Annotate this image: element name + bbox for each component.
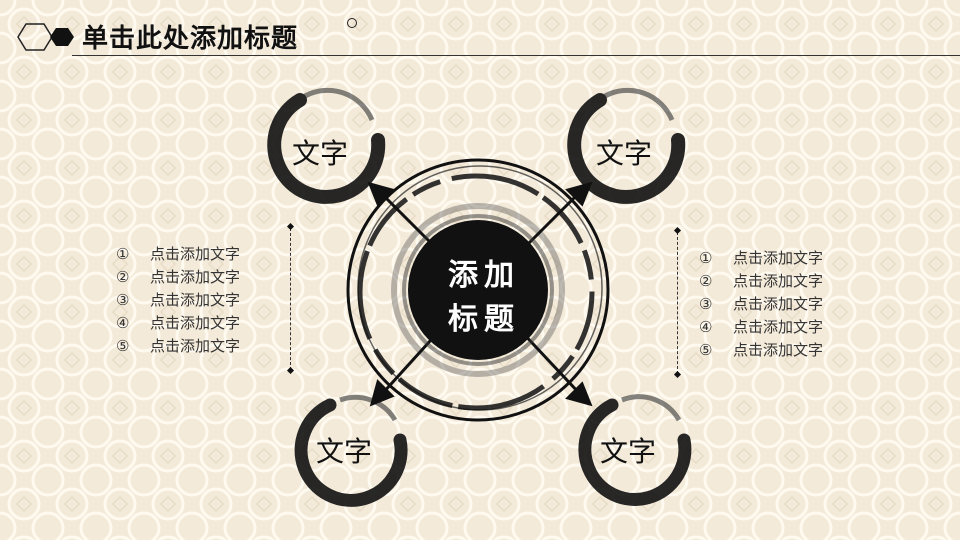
list-item[interactable]: ② 点击添加文字 (699, 270, 823, 293)
list-number: ② (116, 268, 130, 286)
list-text: 点击添加文字 (733, 318, 824, 336)
node-label-top-right[interactable]: 文字 (596, 137, 653, 170)
list-text: 点击添加文字 (733, 341, 824, 359)
enso-top-right (567, 87, 686, 204)
title-ring-icon (347, 18, 357, 28)
center-title-line2[interactable]: 标题 (448, 302, 520, 337)
list-number: ④ (116, 314, 130, 332)
list-number: ③ (116, 291, 130, 309)
list-item[interactable]: ④ 点击添加文字 (116, 312, 240, 335)
center-ink-blot (408, 220, 548, 360)
list-text: 点击添加文字 (150, 245, 241, 263)
list-text: 点击添加文字 (733, 249, 824, 267)
list-number: ④ (699, 318, 713, 336)
list-item[interactable]: ⑤ 点击添加文字 (699, 339, 823, 362)
enso-bottom-right (578, 394, 692, 506)
page-title[interactable]: 单击此处添加标题 (82, 24, 299, 54)
hexagon-icon (17, 23, 74, 51)
node-label-top-left[interactable]: 文字 (292, 137, 349, 170)
left-divider (290, 228, 291, 370)
list-number: ⑤ (116, 337, 130, 355)
header: 单击此处添加标题 (0, 0, 960, 60)
list-item[interactable]: ③ 点击添加文字 (699, 293, 823, 316)
list-number: ③ (699, 295, 713, 313)
right-list: ① 点击添加文字 ② 点击添加文字 ③ 点击添加文字 ④ 点击添加文字 ⑤ 点击添加文字 (699, 247, 823, 362)
list-item[interactable]: ① 点击添加文字 (116, 243, 240, 266)
right-divider (677, 232, 678, 374)
list-number: ① (116, 245, 130, 263)
list-text: 点击添加文字 (150, 314, 241, 332)
list-number: ② (699, 272, 713, 290)
list-item[interactable]: ① 点击添加文字 (699, 247, 823, 270)
list-item[interactable]: ④ 点击添加文字 (699, 316, 823, 339)
enso-top-left (267, 87, 386, 204)
header-rule (72, 55, 960, 56)
list-number: ① (699, 249, 713, 267)
list-item[interactable]: ③ 点击添加文字 (116, 289, 240, 312)
list-text: 点击添加文字 (733, 295, 824, 313)
center-rings (346, 158, 610, 422)
left-list: ① 点击添加文字 ② 点击添加文字 ③ 点击添加文字 ④ 点击添加文字 ⑤ 点击添加文字 (116, 243, 240, 358)
list-text: 点击添加文字 (150, 291, 241, 309)
list-text: 点击添加文字 (150, 268, 241, 286)
node-label-bottom-left[interactable]: 文字 (316, 435, 373, 468)
center-title-line1[interactable]: 添加 (448, 258, 520, 293)
list-item[interactable]: ② 点击添加文字 (116, 266, 240, 289)
list-text: 点击添加文字 (733, 272, 824, 290)
list-item[interactable]: ⑤ 点击添加文字 (116, 335, 240, 358)
list-text: 点击添加文字 (150, 337, 241, 355)
enso-bottom-left (294, 394, 408, 507)
list-number: ⑤ (699, 341, 713, 359)
node-label-bottom-right[interactable]: 文字 (600, 435, 657, 468)
